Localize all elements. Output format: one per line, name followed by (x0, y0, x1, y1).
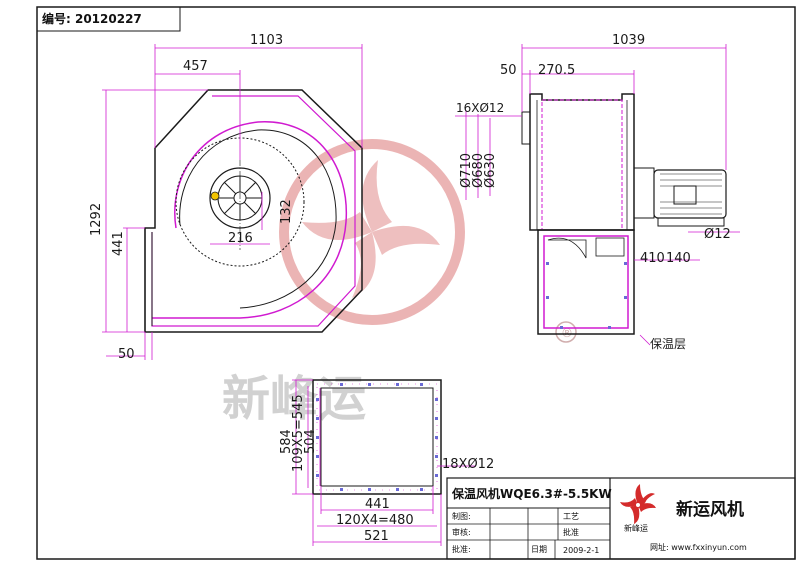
terminal-box (673, 185, 697, 205)
side-housing-insulation (541, 99, 623, 231)
dim-width-partial: 457 (183, 59, 208, 74)
drawing-number: 编号: 20120227 (41, 11, 142, 26)
dim-width-total: 1103 (250, 33, 283, 48)
dim-outlet-width-inner: 441 (365, 497, 390, 512)
dim-inlet-depth: 270.5 (538, 63, 575, 78)
dim-flange: 50 (500, 63, 517, 78)
hub-bolt (210, 191, 220, 201)
dim-hub-height: 132 (279, 199, 294, 224)
frame-bolts (546, 262, 627, 329)
dim-outlet-height-inner: 504 (303, 429, 318, 454)
motor-body (653, 169, 727, 219)
logo-caption: 新峰运 (624, 523, 648, 533)
dim-dia-outer: Ø710 (459, 153, 474, 188)
designer-label: 制图: (452, 511, 471, 521)
outlet-inner (320, 387, 434, 487)
watermark-blades (302, 160, 440, 298)
date-label: 日期 (531, 545, 547, 554)
dim-side-holes: 16XØ12 (456, 101, 504, 115)
side-frame-insulation (543, 235, 629, 329)
insulation-label: 保温层 (650, 337, 686, 351)
dim-outlet-holes-v: 109X5=545 (291, 394, 306, 472)
dim-base-b: 140 (666, 251, 691, 266)
scroll-outer (152, 121, 348, 319)
watermark-ring (279, 139, 465, 325)
dim-shaft: Ø12 (704, 227, 731, 242)
dim-height-total: 1292 (89, 203, 104, 236)
dim-hub-dia: 216 (228, 231, 253, 246)
front-casing-outline (144, 89, 363, 333)
dim-outlet-holes: 18XØ12 (442, 457, 494, 472)
dim-length-total: 1039 (612, 33, 645, 48)
dim-outlet-offset: 50 (118, 347, 135, 362)
dim-outlet-width-total: 521 (364, 529, 389, 544)
outlet-bolts (316, 383, 438, 491)
dim-outlet-height-total: 584 (279, 429, 294, 454)
process-label: 工艺 (563, 512, 579, 521)
company-website: 网址: www.fxxinyun.com (650, 542, 747, 552)
logo-blades (620, 484, 656, 524)
registered-symbol: ® (561, 326, 573, 340)
dim-dia-mid: Ø680 (471, 153, 486, 188)
outlet-dim-lines (292, 379, 476, 546)
side-housing (529, 93, 635, 231)
approver-label: 批准: (452, 544, 471, 554)
registered-mark (555, 321, 577, 343)
motor-fins (660, 173, 722, 215)
outlet-view: 584 109X5=545 504 18XØ12 441 120X4=480 5… (279, 379, 494, 546)
checker-label: 审核: (452, 527, 471, 537)
side-dim-lines (455, 44, 740, 346)
motor-base (657, 217, 725, 227)
dim-outlet-holes-h: 120X4=480 (336, 513, 414, 528)
dim-dia-inner: Ø630 (483, 153, 498, 188)
dim-base-a: 410 (640, 251, 665, 266)
drawing-number-box: 编号: 20120227 (36, 6, 181, 32)
title-block: 保温风机WQE6.3#-5.5KW 制图: 审核: 批准: 工艺 批准 日期 2… (446, 477, 796, 560)
side-frame (537, 229, 635, 335)
company-logo: 新峰运 (620, 484, 656, 533)
bearing-block (633, 167, 655, 219)
side-view: 1039 50 270.5 16XØ12 Ø710 Ø680 Ø630 Ø12 … (455, 33, 740, 351)
date-value: 2009-2-1 (563, 546, 599, 555)
front-view: 1103 457 1292 441 50 216 132 (89, 33, 363, 362)
sheet-border (36, 6, 796, 560)
model-title: 保温风机WQE6.3#-5.5KW (451, 486, 612, 501)
approve-label: 批准 (563, 527, 579, 537)
outlet-outer (312, 379, 442, 495)
company-name: 新运风机 (676, 499, 744, 520)
front-dim-lines (102, 44, 363, 360)
scroll-inner (179, 129, 337, 309)
dim-outlet-height: 441 (111, 231, 126, 256)
